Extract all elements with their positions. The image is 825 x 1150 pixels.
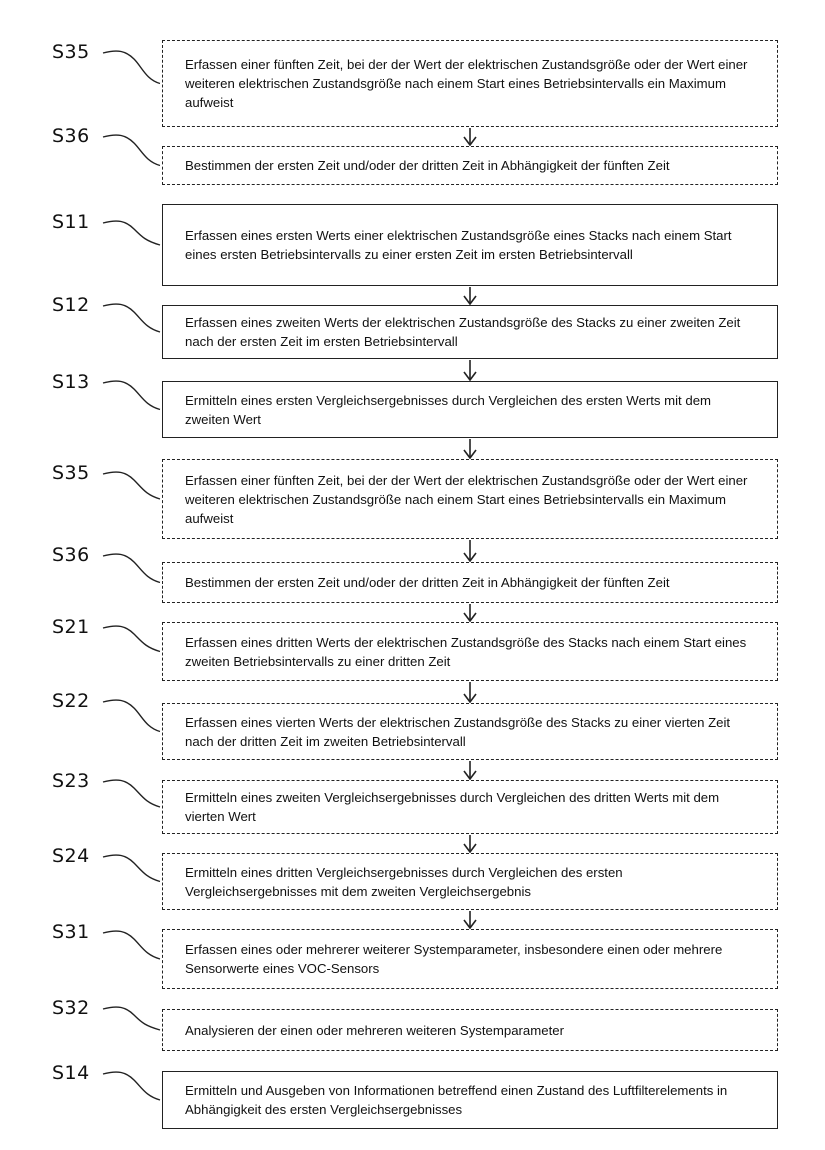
- step-id-label: S35: [52, 41, 112, 63]
- step-text: Erfassen einer fünften Zeit, bei der der…: [185, 55, 755, 112]
- step-box: Bestimmen der ersten Zeit und/oder der d…: [162, 562, 778, 603]
- step-box: Erfassen eines oder mehrerer weiterer Sy…: [162, 929, 778, 989]
- step-text: Erfassen eines zweiten Werts der elektri…: [185, 313, 755, 351]
- step-text: Erfassen eines ersten Werts einer elektr…: [185, 226, 755, 264]
- step-id-label: S12: [52, 294, 112, 316]
- step-box: Erfassen eines vierten Werts der elektri…: [162, 703, 778, 760]
- step-id-label: S14: [52, 1062, 112, 1084]
- step-id-label: S22: [52, 690, 112, 712]
- step-id-label: S13: [52, 371, 112, 393]
- step-box: Erfassen eines ersten Werts einer elektr…: [162, 204, 778, 286]
- step-box: Erfassen eines dritten Werts der elektri…: [162, 622, 778, 681]
- flow-arrow: [464, 761, 476, 779]
- step-id-label: S36: [52, 125, 112, 147]
- step-text: Erfassen einer fünften Zeit, bei der der…: [185, 471, 755, 528]
- flow-arrow: [464, 540, 476, 561]
- step-id-label: S24: [52, 845, 112, 867]
- step-box: Ermitteln und Ausgeben von Informationen…: [162, 1071, 778, 1129]
- flow-arrow: [464, 360, 476, 380]
- step-box: Erfassen einer fünften Zeit, bei der der…: [162, 40, 778, 127]
- step-text: Ermitteln eines ersten Vergleichsergebni…: [185, 391, 755, 429]
- step-text: Erfassen eines dritten Werts der elektri…: [185, 633, 755, 671]
- step-text: Bestimmen der ersten Zeit und/oder der d…: [185, 573, 670, 592]
- flow-arrow: [464, 604, 476, 621]
- step-id-label: S32: [52, 997, 112, 1019]
- step-id-label: S23: [52, 770, 112, 792]
- step-text: Ermitteln eines dritten Vergleichsergebn…: [185, 863, 755, 901]
- flow-arrow: [464, 287, 476, 304]
- step-id-label: S36: [52, 544, 112, 566]
- flow-arrow: [464, 911, 476, 928]
- step-text: Erfassen eines oder mehrerer weiterer Sy…: [185, 940, 755, 978]
- step-text: Ermitteln eines zweiten Vergleichsergebn…: [185, 788, 755, 826]
- step-text: Erfassen eines vierten Werts der elektri…: [185, 713, 755, 751]
- step-box: Bestimmen der ersten Zeit und/oder der d…: [162, 146, 778, 185]
- flow-arrow: [464, 128, 476, 145]
- step-box: Analysieren der einen oder mehreren weit…: [162, 1009, 778, 1051]
- step-box: Ermitteln eines dritten Vergleichsergebn…: [162, 853, 778, 910]
- step-box: Ermitteln eines zweiten Vergleichsergebn…: [162, 780, 778, 834]
- step-text: Bestimmen der ersten Zeit und/oder der d…: [185, 156, 670, 175]
- flow-arrow: [464, 835, 476, 852]
- step-box: Erfassen eines zweiten Werts der elektri…: [162, 305, 778, 359]
- step-text: Ermitteln und Ausgeben von Informationen…: [185, 1081, 755, 1119]
- flow-arrow: [464, 682, 476, 702]
- step-box: Ermitteln eines ersten Vergleichsergebni…: [162, 381, 778, 438]
- step-id-label: S11: [52, 211, 112, 233]
- step-box: Erfassen einer fünften Zeit, bei der der…: [162, 459, 778, 539]
- step-text: Analysieren der einen oder mehreren weit…: [185, 1021, 564, 1040]
- step-id-label: S21: [52, 616, 112, 638]
- step-id-label: S31: [52, 921, 112, 943]
- step-id-label: S35: [52, 462, 112, 484]
- flow-arrow: [464, 439, 476, 458]
